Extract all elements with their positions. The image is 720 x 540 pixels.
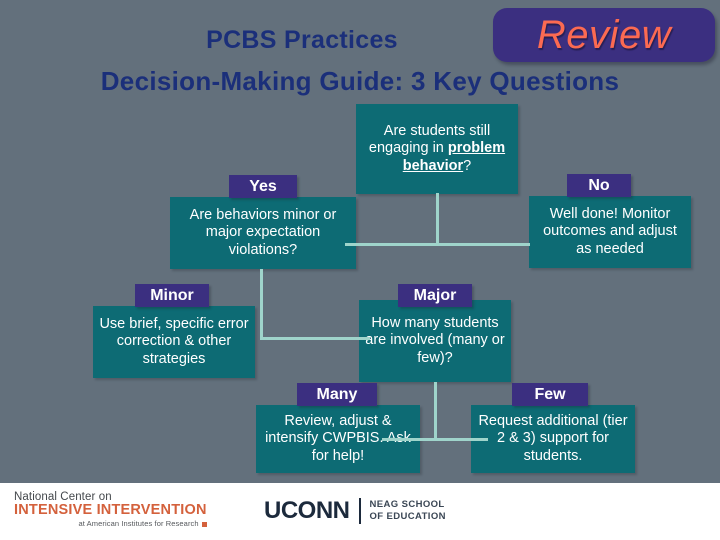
chip-few-label: Few (534, 385, 566, 403)
connector-q1-down (436, 193, 439, 245)
page-title-line-1: PCBS Practices (0, 26, 720, 55)
node-question-1-text: Are students still engaging in problem b… (362, 123, 512, 174)
chip-major: Major (398, 284, 472, 307)
page-title-line-2: Decision-Making Guide: 3 Key Questions (100, 66, 620, 96)
node-question-3-text: How many students are involved (many or … (365, 315, 505, 366)
review-stamp-badge: Review (493, 8, 715, 62)
q1-emphasis: problem behavior (402, 140, 506, 174)
footer-bar: National Center on INTENSIVE INTERVENTIO… (0, 483, 720, 540)
page-title-text-1: PCBS Practices (206, 26, 398, 54)
node-many-action-text: Review, adjust & intensify CWPBIS. Ask f… (265, 413, 411, 464)
q1-text-after: ? (463, 157, 472, 174)
uconn-sublabel-line-1: NEAG SCHOOL (369, 498, 445, 510)
node-question-2: Are behaviors minor or major expectation… (170, 197, 356, 269)
ncii-logo: National Center on INTENSIVE INTERVENTIO… (14, 491, 207, 528)
ncii-logo-line-1: National Center on (14, 491, 112, 503)
chip-many: Many (297, 383, 377, 406)
ncii-logo-line-3: at American Institutes for Research (14, 520, 207, 528)
chip-minor-label: Minor (150, 286, 194, 304)
node-question-1: Are students still engaging in problem b… (356, 104, 518, 194)
chip-no-label: No (588, 176, 610, 194)
node-many-action: Review, adjust & intensify CWPBIS. Ask f… (256, 405, 420, 473)
node-few-action: Request additional (tier 2 & 3) support … (471, 405, 635, 473)
ncii-logo-affiliation: at American Institutes for Research (78, 519, 199, 529)
uconn-logo: UCONN NEAG SCHOOL OF EDUCATION (264, 497, 446, 525)
connector-q1-split-horizontal (345, 243, 530, 246)
chip-major-label: Major (413, 286, 457, 304)
node-few-action-text: Request additional (tier 2 & 3) support … (478, 413, 628, 464)
uconn-divider (358, 498, 361, 524)
node-question-2-text: Are behaviors minor or major expectation… (189, 207, 337, 258)
node-minor-action: Use brief, specific error correction & o… (93, 306, 255, 378)
chip-yes-label: Yes (249, 177, 277, 195)
node-no-branch-outcome: Well done! Monitor outcomes and adjust a… (529, 196, 691, 268)
uconn-wordmark: UCONN (264, 497, 350, 524)
chip-yes: Yes (229, 175, 297, 198)
q1-text-before: Are students still engaging in (368, 123, 491, 157)
uconn-sublabel: NEAG SCHOOL OF EDUCATION (370, 499, 446, 524)
chip-many-label: Many (316, 385, 358, 403)
node-no-branch-text: Well done! Monitor outcomes and adjust a… (543, 206, 677, 257)
connector-q3-down (434, 382, 437, 440)
uconn-sublabel-line-2: OF EDUCATION (369, 511, 446, 522)
ncii-square-icon (201, 521, 207, 527)
review-stamp-label: Review (536, 13, 672, 57)
connector-q2-split-horizontal (260, 337, 370, 340)
chip-few: Few (512, 383, 588, 406)
chip-no: No (567, 174, 631, 197)
node-minor-action-text: Use brief, specific error correction & o… (99, 316, 249, 367)
connector-q2-down (260, 269, 263, 339)
connector-q3-split-horizontal (382, 438, 488, 441)
chip-minor: Minor (135, 284, 209, 307)
ncii-logo-line-2: INTENSIVE INTERVENTION (14, 502, 207, 519)
node-question-3: How many students are involved (many or … (359, 300, 511, 382)
